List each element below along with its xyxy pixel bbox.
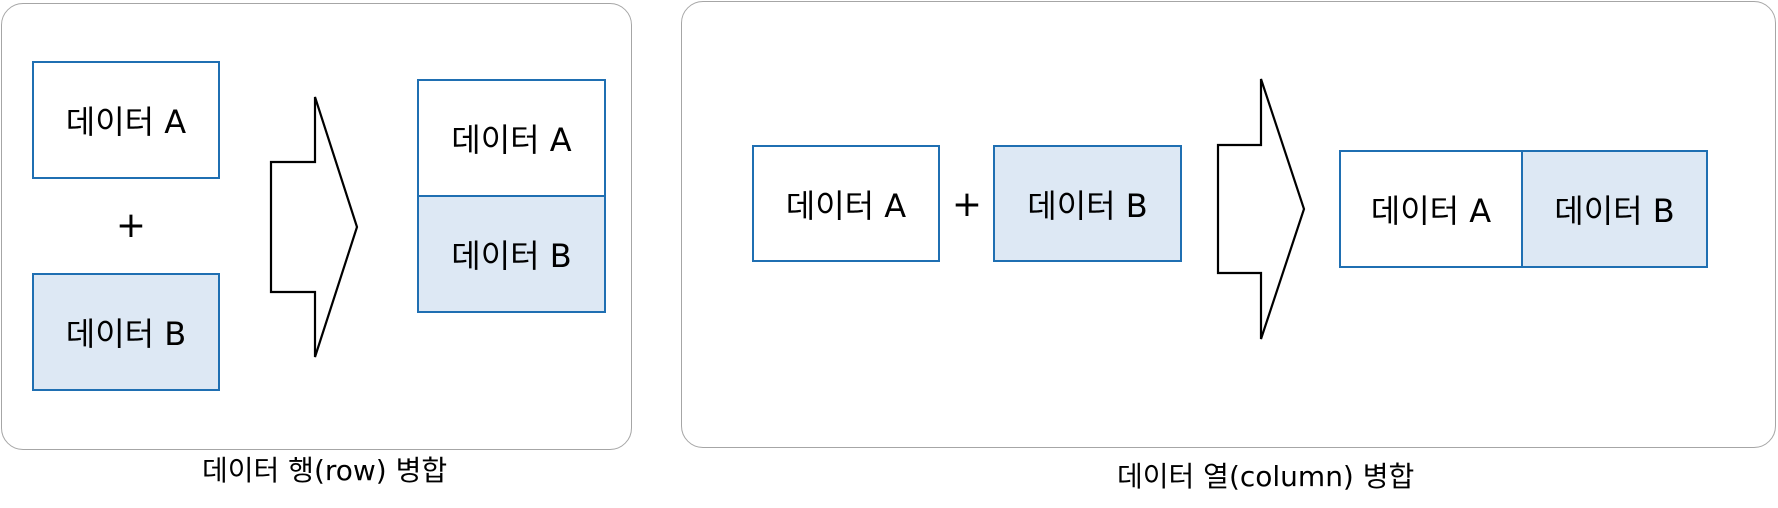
- row-result-data-a-box: 데이터 A: [417, 79, 606, 197]
- column-result-data-b-label: 데이터 B: [1554, 192, 1675, 230]
- right-block-arrow-icon: [1216, 78, 1306, 340]
- row-merge-caption: 데이터 행(row) 병합: [202, 454, 448, 487]
- row-data-b-box: 데이터 B: [32, 273, 220, 391]
- row-data-a-box: 데이터 A: [32, 61, 220, 179]
- column-result-data-a-label: 데이터 A: [1370, 192, 1492, 230]
- column-data-a-box: 데이터 A: [752, 145, 940, 262]
- column-merge-caption: 데이터 열(column) 병합: [1117, 460, 1415, 493]
- column-result-data-a-box: 데이터 A: [1339, 150, 1523, 268]
- right-block-arrow-icon: [269, 96, 359, 358]
- column-data-b-label: 데이터 B: [1027, 186, 1148, 225]
- row-result-data-b-box: 데이터 B: [417, 195, 606, 313]
- row-data-a-label: 데이터 A: [65, 103, 187, 141]
- row-data-b-label: 데이터 B: [65, 315, 187, 353]
- row-result-data-b-label: 데이터 B: [451, 237, 572, 275]
- row-plus-sign: +: [115, 205, 147, 246]
- column-plus-sign: +: [951, 184, 983, 225]
- column-data-a-label: 데이터 A: [785, 186, 907, 225]
- row-result-data-a-label: 데이터 A: [451, 121, 572, 159]
- column-result-data-b-box: 데이터 B: [1521, 150, 1708, 268]
- column-data-b-box: 데이터 B: [993, 145, 1182, 262]
